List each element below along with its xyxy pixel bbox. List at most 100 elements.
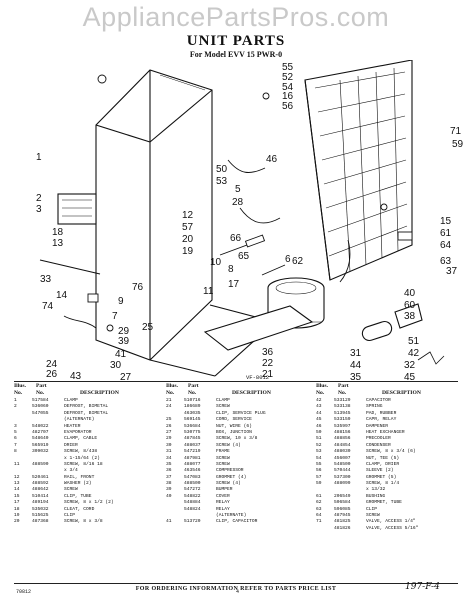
- illus-number: 42: [316, 398, 322, 403]
- illus-number: 38: [166, 481, 172, 487]
- watermark: AppliancePartsPros.com: [82, 2, 390, 32]
- callout-number: 1: [36, 152, 42, 163]
- illus-number: 35: [166, 461, 172, 467]
- part-number: 506584: [334, 500, 351, 506]
- part-description: COMPRESSOR: [216, 468, 244, 474]
- part-description: WASHER (2): [64, 481, 92, 487]
- header-description: DESCRIPTION: [80, 390, 119, 396]
- illus-number: 24: [166, 404, 172, 410]
- illus-number: 50: [316, 429, 322, 435]
- part-description: DEFROST, BIMETAL: [64, 410, 109, 416]
- part-description: EVAPORATOR: [64, 429, 92, 435]
- part-number: 488642: [32, 487, 49, 493]
- parts-row: x 1-15/64 (2): [14, 456, 154, 462]
- part-description: SCREW: [366, 513, 380, 519]
- condenser-drawing: [304, 60, 413, 281]
- illus-number: 34: [166, 455, 172, 461]
- part-number: 487368: [32, 519, 49, 525]
- illus-number: 1: [14, 398, 17, 403]
- parts-row: 56 570444 SLEEVE (2): [316, 468, 458, 474]
- part-number: 488156: [334, 429, 351, 435]
- table-header: Illus. Part No. No. DESCRIPTION: [316, 383, 458, 398]
- part-number: 548824: [184, 506, 201, 512]
- part-description: CLAMP: [64, 398, 78, 403]
- part-number: 533159: [334, 417, 351, 423]
- part-number: 570444: [334, 468, 351, 474]
- callout-number: 66: [230, 233, 242, 244]
- part-number: 536684: [184, 423, 201, 429]
- part-number: 548022: [32, 423, 49, 429]
- part-number: 548822: [184, 493, 201, 499]
- illus-number: 71: [316, 519, 322, 525]
- part-description: SCREW, 10 x 3/8: [216, 436, 258, 442]
- part-description: RAIL, FRONT: [64, 474, 95, 480]
- parts-row: (ALTERNATE): [14, 417, 154, 423]
- part-description: SCREW: [216, 461, 230, 467]
- header-no: No.: [166, 390, 175, 396]
- part-number: 547219: [184, 449, 201, 455]
- header-no2: No.: [36, 390, 45, 396]
- callout-number: 71: [450, 126, 462, 137]
- callout-number: 51: [408, 336, 420, 347]
- part-number: 488592: [32, 481, 49, 487]
- callout-number: 19: [182, 246, 194, 257]
- part-number: 488500: [184, 481, 201, 487]
- callout-number: 28: [232, 197, 244, 208]
- part-description: PAD, RUBBER: [366, 410, 397, 416]
- part-description: SCREW, 8 1/4: [366, 481, 400, 487]
- callout-number: 29: [118, 326, 130, 337]
- part-number: 488030: [334, 449, 351, 455]
- part-number: 481826: [334, 525, 351, 531]
- header-part: Part: [36, 383, 47, 389]
- parts-row: x 3/4: [14, 468, 154, 474]
- part-number: 537300: [334, 474, 351, 480]
- callout-number: 18: [52, 227, 64, 238]
- callout-number: 76: [132, 282, 144, 293]
- illus-number: 6: [14, 436, 17, 442]
- part-description: RELAY: [216, 500, 230, 506]
- callout-number: 41: [115, 349, 127, 360]
- part-description: (ALTERNATE): [216, 513, 247, 519]
- part-description: CLIP, TUBE: [64, 493, 92, 499]
- part-number: 513945: [334, 410, 351, 416]
- callout-number: 44: [350, 360, 362, 371]
- part-number: 548640: [32, 436, 49, 442]
- callout-number: 65: [238, 251, 250, 262]
- part-number: 513720: [184, 519, 201, 525]
- part-number: 547083: [184, 474, 201, 480]
- part-number: 517584: [32, 398, 49, 403]
- illus-number: 56: [316, 468, 322, 474]
- callout-number: 25: [142, 322, 154, 333]
- part-number: 533138: [334, 404, 351, 410]
- part-description: SLEEVE (2): [366, 468, 394, 474]
- illus-number: 31: [166, 449, 172, 455]
- part-description: GROMMET (5): [366, 474, 397, 480]
- parts-row: 1 517584 CLAMP: [14, 398, 154, 404]
- illus-number: 27: [166, 429, 172, 435]
- part-number: 488077: [184, 461, 201, 467]
- part-number: 488099: [334, 481, 351, 487]
- page-number: 4: [236, 589, 240, 595]
- part-description: HEAT EXCHANGER: [366, 429, 405, 435]
- callout-number: 15: [440, 216, 452, 227]
- part-description: COVER: [216, 493, 230, 499]
- illus-number: 63: [316, 506, 322, 512]
- part-description: x 13/32: [366, 487, 386, 493]
- illus-number: 64: [316, 513, 322, 519]
